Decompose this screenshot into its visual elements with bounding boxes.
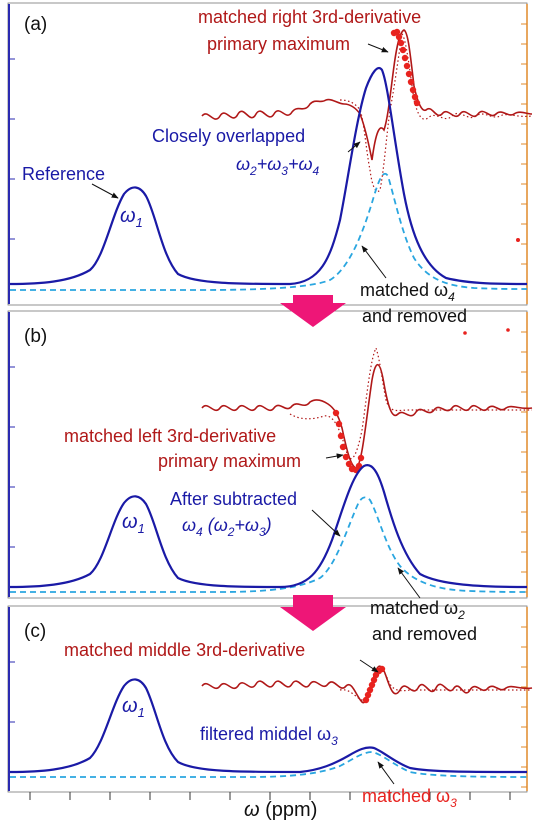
panel-b-label: (b) <box>24 326 47 347</box>
panel-b-after-arrow <box>311 509 341 537</box>
panel-a-main-curve <box>9 66 528 286</box>
panel-a-reference-arrow <box>91 183 119 199</box>
panel-c-matched-label: matched ω3 <box>362 786 457 810</box>
panel-b-stray-point <box>506 328 510 332</box>
panel-a-point <box>399 46 407 54</box>
panel-b-deriv-arrow <box>325 453 344 459</box>
panel-a-point <box>397 39 405 47</box>
panel-b-w2-dashed-curve <box>10 496 528 593</box>
panel-a-point <box>409 86 417 94</box>
panel-a-matched-arrow <box>361 245 387 279</box>
panel-a-matched-points <box>390 28 520 242</box>
panel-b-matched-arrow <box>397 567 421 599</box>
panel-c-main-curve <box>9 678 528 774</box>
panel-b-matched-label-1: matched ω2 <box>370 598 465 622</box>
panel-c: (c) ω1 matched middle 3rd-derivative fil… <box>9 621 533 810</box>
panel-a-w1-label: ω1 <box>120 205 143 230</box>
panel-b-after-label-1: After subtracted <box>170 489 297 509</box>
panel-a-point <box>407 78 415 86</box>
panel-a-matched-label-2: and removed <box>362 306 467 326</box>
panel-b-point <box>345 460 353 468</box>
panel-a-deriv-label-2: primary maximum <box>207 34 350 54</box>
panel-a-overlap-label: Closely overlapped <box>152 126 305 146</box>
panel-a-point <box>401 54 409 62</box>
panel-b-derivative-curve <box>201 363 533 469</box>
panel-b-point <box>335 420 343 428</box>
panel-c-deriv-arrow <box>359 659 379 673</box>
panel-b-point <box>337 432 345 440</box>
step-arrow-2 <box>280 595 346 631</box>
panel-b-point <box>339 443 347 451</box>
panel-c-deriv-label: matched middle 3rd-derivative <box>64 640 305 660</box>
panel-a-point <box>395 33 403 41</box>
panel-a-derivative-curve <box>201 29 533 161</box>
panel-c-filtered-label: filtered middel ω3 <box>200 724 338 748</box>
panel-b-point <box>357 454 365 462</box>
x-axis-label: ω (ppm) <box>244 799 317 821</box>
panel-c-w1-label: ω1 <box>122 695 145 720</box>
panel-a-point <box>405 70 413 78</box>
axis-ticks <box>9 23 527 800</box>
panel-a-point <box>403 62 411 70</box>
panel-a-deriv-arrow <box>367 43 389 53</box>
panel-b: (b) ω1 matched left 3rd-derivative prima… <box>9 326 533 644</box>
panel-b-point <box>332 409 340 417</box>
panel-c-point <box>366 686 374 694</box>
panel-c-matched-points <box>362 665 386 704</box>
panel-a-reference-label: Reference <box>22 164 105 184</box>
panel-b-point <box>342 453 350 461</box>
panel-b-deriv-label-2: primary maximum <box>158 451 301 471</box>
panel-a-point <box>393 28 401 36</box>
panel-a-stray-point <box>516 238 520 242</box>
panel-b-deriv-label-1: matched left 3rd-derivative <box>64 426 276 446</box>
panel-a-point <box>413 99 421 107</box>
panel-c-matched-arrow <box>377 761 395 785</box>
panel-a-point <box>411 93 419 101</box>
panel-b-w1-label: ω1 <box>122 511 145 536</box>
panel-c-w3-dashed-curve <box>10 751 528 778</box>
panel-c-label: (c) <box>24 621 46 642</box>
panel-c-point <box>370 676 378 684</box>
panel-a-derivative-dotted <box>339 32 533 192</box>
panel-a-sum-label: ω2+ω3+ω4 <box>236 154 319 178</box>
panel-a: (a) Reference ω1 Closely overlapped <box>9 7 533 326</box>
panel-a-label: (a) <box>24 14 47 35</box>
panel-frames <box>7 2 528 793</box>
panel-a-overlap-arrow <box>347 141 361 153</box>
panel-c-point <box>362 696 370 704</box>
panel-c-point <box>364 691 372 699</box>
panel-c-derivative-dotted <box>339 669 532 701</box>
panel-c-point <box>378 665 386 673</box>
panel-b-matched-label-2: and removed <box>372 624 477 644</box>
panel-a-w4-dashed-curve <box>10 172 528 291</box>
step-arrow-1 <box>280 295 346 327</box>
panel-b-stray-point <box>463 331 467 335</box>
panel-a-matched-label-1: matched ω4 <box>360 280 455 304</box>
panel-b-main-curve <box>9 464 528 589</box>
panel-c-point <box>368 681 376 689</box>
panel-b-after-label-2: ω4 (ω2+ω3) <box>182 515 272 539</box>
panel-a-deriv-label-1: matched right 3rd-derivative <box>198 7 421 27</box>
panel-b-derivative-dotted <box>289 346 532 460</box>
